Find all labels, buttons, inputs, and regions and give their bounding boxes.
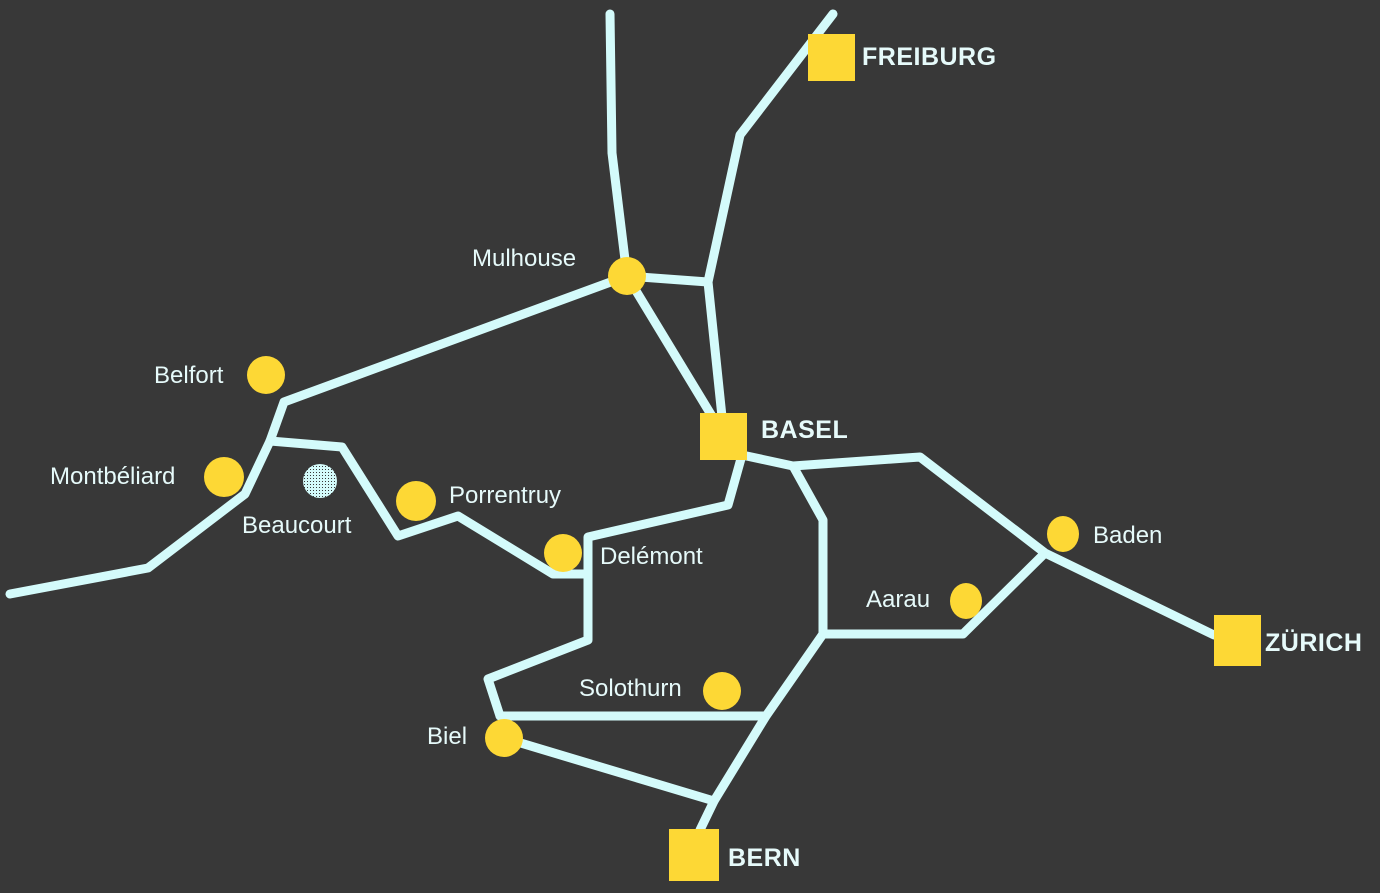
city-marker-basel[interactable] <box>700 413 747 460</box>
rail-line-basel-to-biel <box>483 450 747 721</box>
town-label-mulhouse: Mulhouse <box>472 245 577 272</box>
rail-line-mulhouse-to-belfort <box>5 271 632 599</box>
rail-line-basel-to-bern <box>695 461 828 835</box>
town-label-biel: Biel <box>427 723 468 750</box>
town-marker-baden[interactable] <box>1047 516 1079 552</box>
city-label-basel: BASEL <box>761 416 849 444</box>
town-marker-delemont[interactable] <box>544 534 582 572</box>
city-marker-zurich[interactable] <box>1214 615 1261 666</box>
town-marker-aarau[interactable] <box>950 583 982 619</box>
major-cities <box>669 34 1261 881</box>
city-label-bern: BERN <box>728 844 801 872</box>
rail-line-belfort-to-delemont <box>265 436 593 579</box>
town-label-montbeliard: Montbéliard <box>50 463 176 490</box>
town-label-delemont: Delémont <box>600 543 703 570</box>
rail-line-aarau-to-baden <box>818 548 1050 639</box>
rail-line-basel-to-zurich <box>737 450 1219 640</box>
town-marker-biel[interactable] <box>485 719 523 757</box>
town-label-solothurn: Solothurn <box>579 675 682 702</box>
town-marker-belfort[interactable] <box>247 356 285 394</box>
town-label-baden: Baden <box>1093 522 1163 549</box>
town-label-aarau: Aarau <box>866 586 931 613</box>
towns <box>204 257 1079 757</box>
city-marker-bern[interactable] <box>669 829 719 881</box>
town-marker-beaucourt[interactable] <box>303 464 337 498</box>
town-marker-solothurn[interactable] <box>703 672 741 710</box>
rail-line-biel-to-bern <box>499 733 719 806</box>
city-label-zurich: ZÜRICH <box>1265 629 1363 657</box>
rail-lines <box>5 9 1219 835</box>
rail-line-north-to-mulhouse <box>605 9 632 281</box>
town-label-porrentruy: Porrentruy <box>449 482 562 509</box>
town-marker-montbeliard[interactable] <box>204 457 244 497</box>
town-marker-porrentruy[interactable] <box>396 481 436 521</box>
city-label-freiburg: FREIBURG <box>862 43 997 71</box>
rail-line-freiburg-to-basel <box>703 9 838 441</box>
rail-line-mulhouse-to-basel <box>622 271 729 441</box>
town-marker-mulhouse[interactable] <box>608 257 646 295</box>
town-label-beaucourt: Beaucourt <box>242 512 352 539</box>
town-label-belfort: Belfort <box>154 362 224 389</box>
city-marker-freiburg[interactable] <box>808 34 855 81</box>
